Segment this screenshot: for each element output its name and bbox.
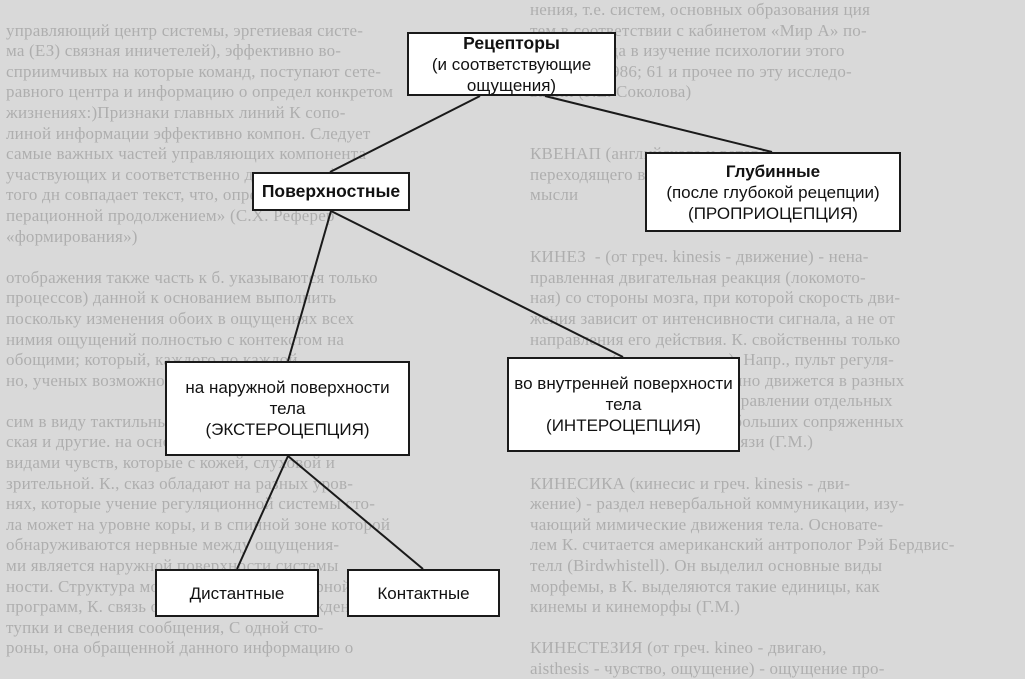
deep-title: Глубинные — [725, 161, 821, 181]
extero-line3: (ЭКСТЕРОЦЕПЦИЯ) — [205, 420, 370, 439]
surface-title: Поверхностные — [261, 181, 401, 201]
intero-line2: тела — [605, 395, 642, 414]
connector-surface-extero — [287, 210, 332, 362]
intero-line3: (ИНТЕРОЦЕПЦИЯ) — [546, 416, 701, 435]
interoception-node: во внутренней поверхности тела (ИНТЕРОЦЕ… — [507, 357, 740, 452]
receptors-title: Рецепторы — [463, 32, 560, 53]
surface-receptors-node: Поверхностные — [252, 172, 410, 211]
connector-extero-distant — [236, 455, 289, 570]
distant-title: Дистантные — [189, 583, 285, 603]
exteroception-node: на наружной поверхности тела (ЭКСТЕРОЦЕП… — [165, 361, 410, 456]
contact-title: Контактные — [377, 583, 470, 603]
connector-surface-intero — [330, 210, 624, 358]
deep-line2: (ПРОПРИОЦЕПЦИЯ) — [688, 203, 858, 223]
receptors-subtitle: (и соответствующие ощущения) — [431, 54, 592, 95]
contact-receptors-node: Контактные — [347, 569, 500, 617]
distant-receptors-node: Дистантные — [155, 569, 319, 617]
connector-extero-contact — [287, 455, 424, 570]
deep-receptors-node: Глубинные (после глубокой рецепции) (ПРО… — [645, 152, 901, 232]
receptors-node: Рецепторы (и соответствующие ощущения) — [407, 32, 616, 96]
intero-line1: во внутренней поверхности — [514, 374, 733, 393]
connector-receptors-surface — [329, 95, 481, 173]
deep-line1: (после глубокой рецепции) — [666, 182, 880, 202]
extero-line1: на наружной поверхности — [185, 378, 390, 397]
connector-receptors-deep — [544, 95, 773, 153]
extero-line2: тела — [269, 399, 306, 418]
